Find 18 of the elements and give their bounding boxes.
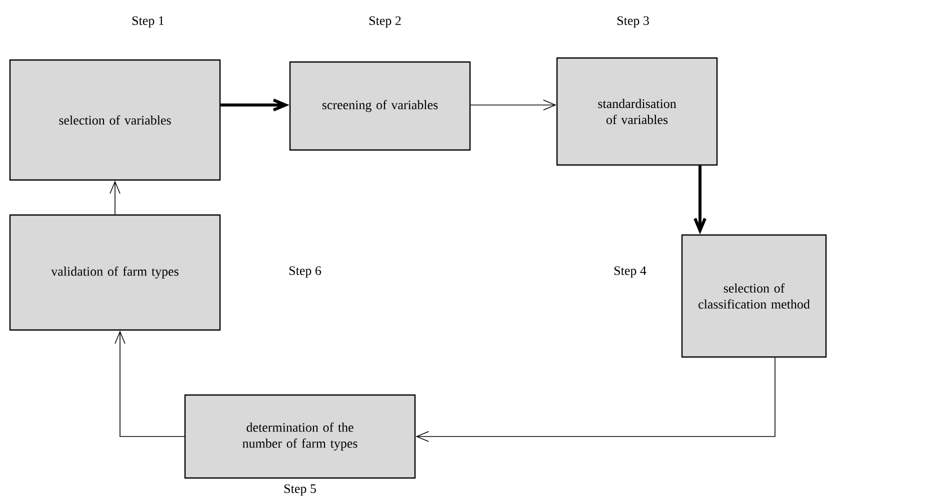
arrow [416, 357, 776, 442]
step-label: Step 3 [617, 16, 649, 28]
arrow [220, 98, 290, 112]
arrow [694, 166, 706, 234]
step-label: Step 5 [284, 484, 316, 496]
process-box: validation of farm types [9, 214, 221, 331]
arrow [470, 100, 556, 110]
step-label: Step 2 [369, 16, 401, 28]
process-box: standardisation of variables [556, 57, 718, 166]
arrow [114, 330, 185, 437]
process-box: screening of variables [289, 61, 471, 151]
process-box: determination of the number of farm types [184, 394, 416, 479]
step-label: Step 6 [289, 266, 322, 278]
process-box: selection of variables [9, 59, 221, 181]
step-label: Step 4 [614, 266, 646, 278]
process-box: selection of classification method [681, 234, 827, 358]
step-label: Step 1 [132, 16, 164, 28]
arrow [110, 180, 120, 215]
